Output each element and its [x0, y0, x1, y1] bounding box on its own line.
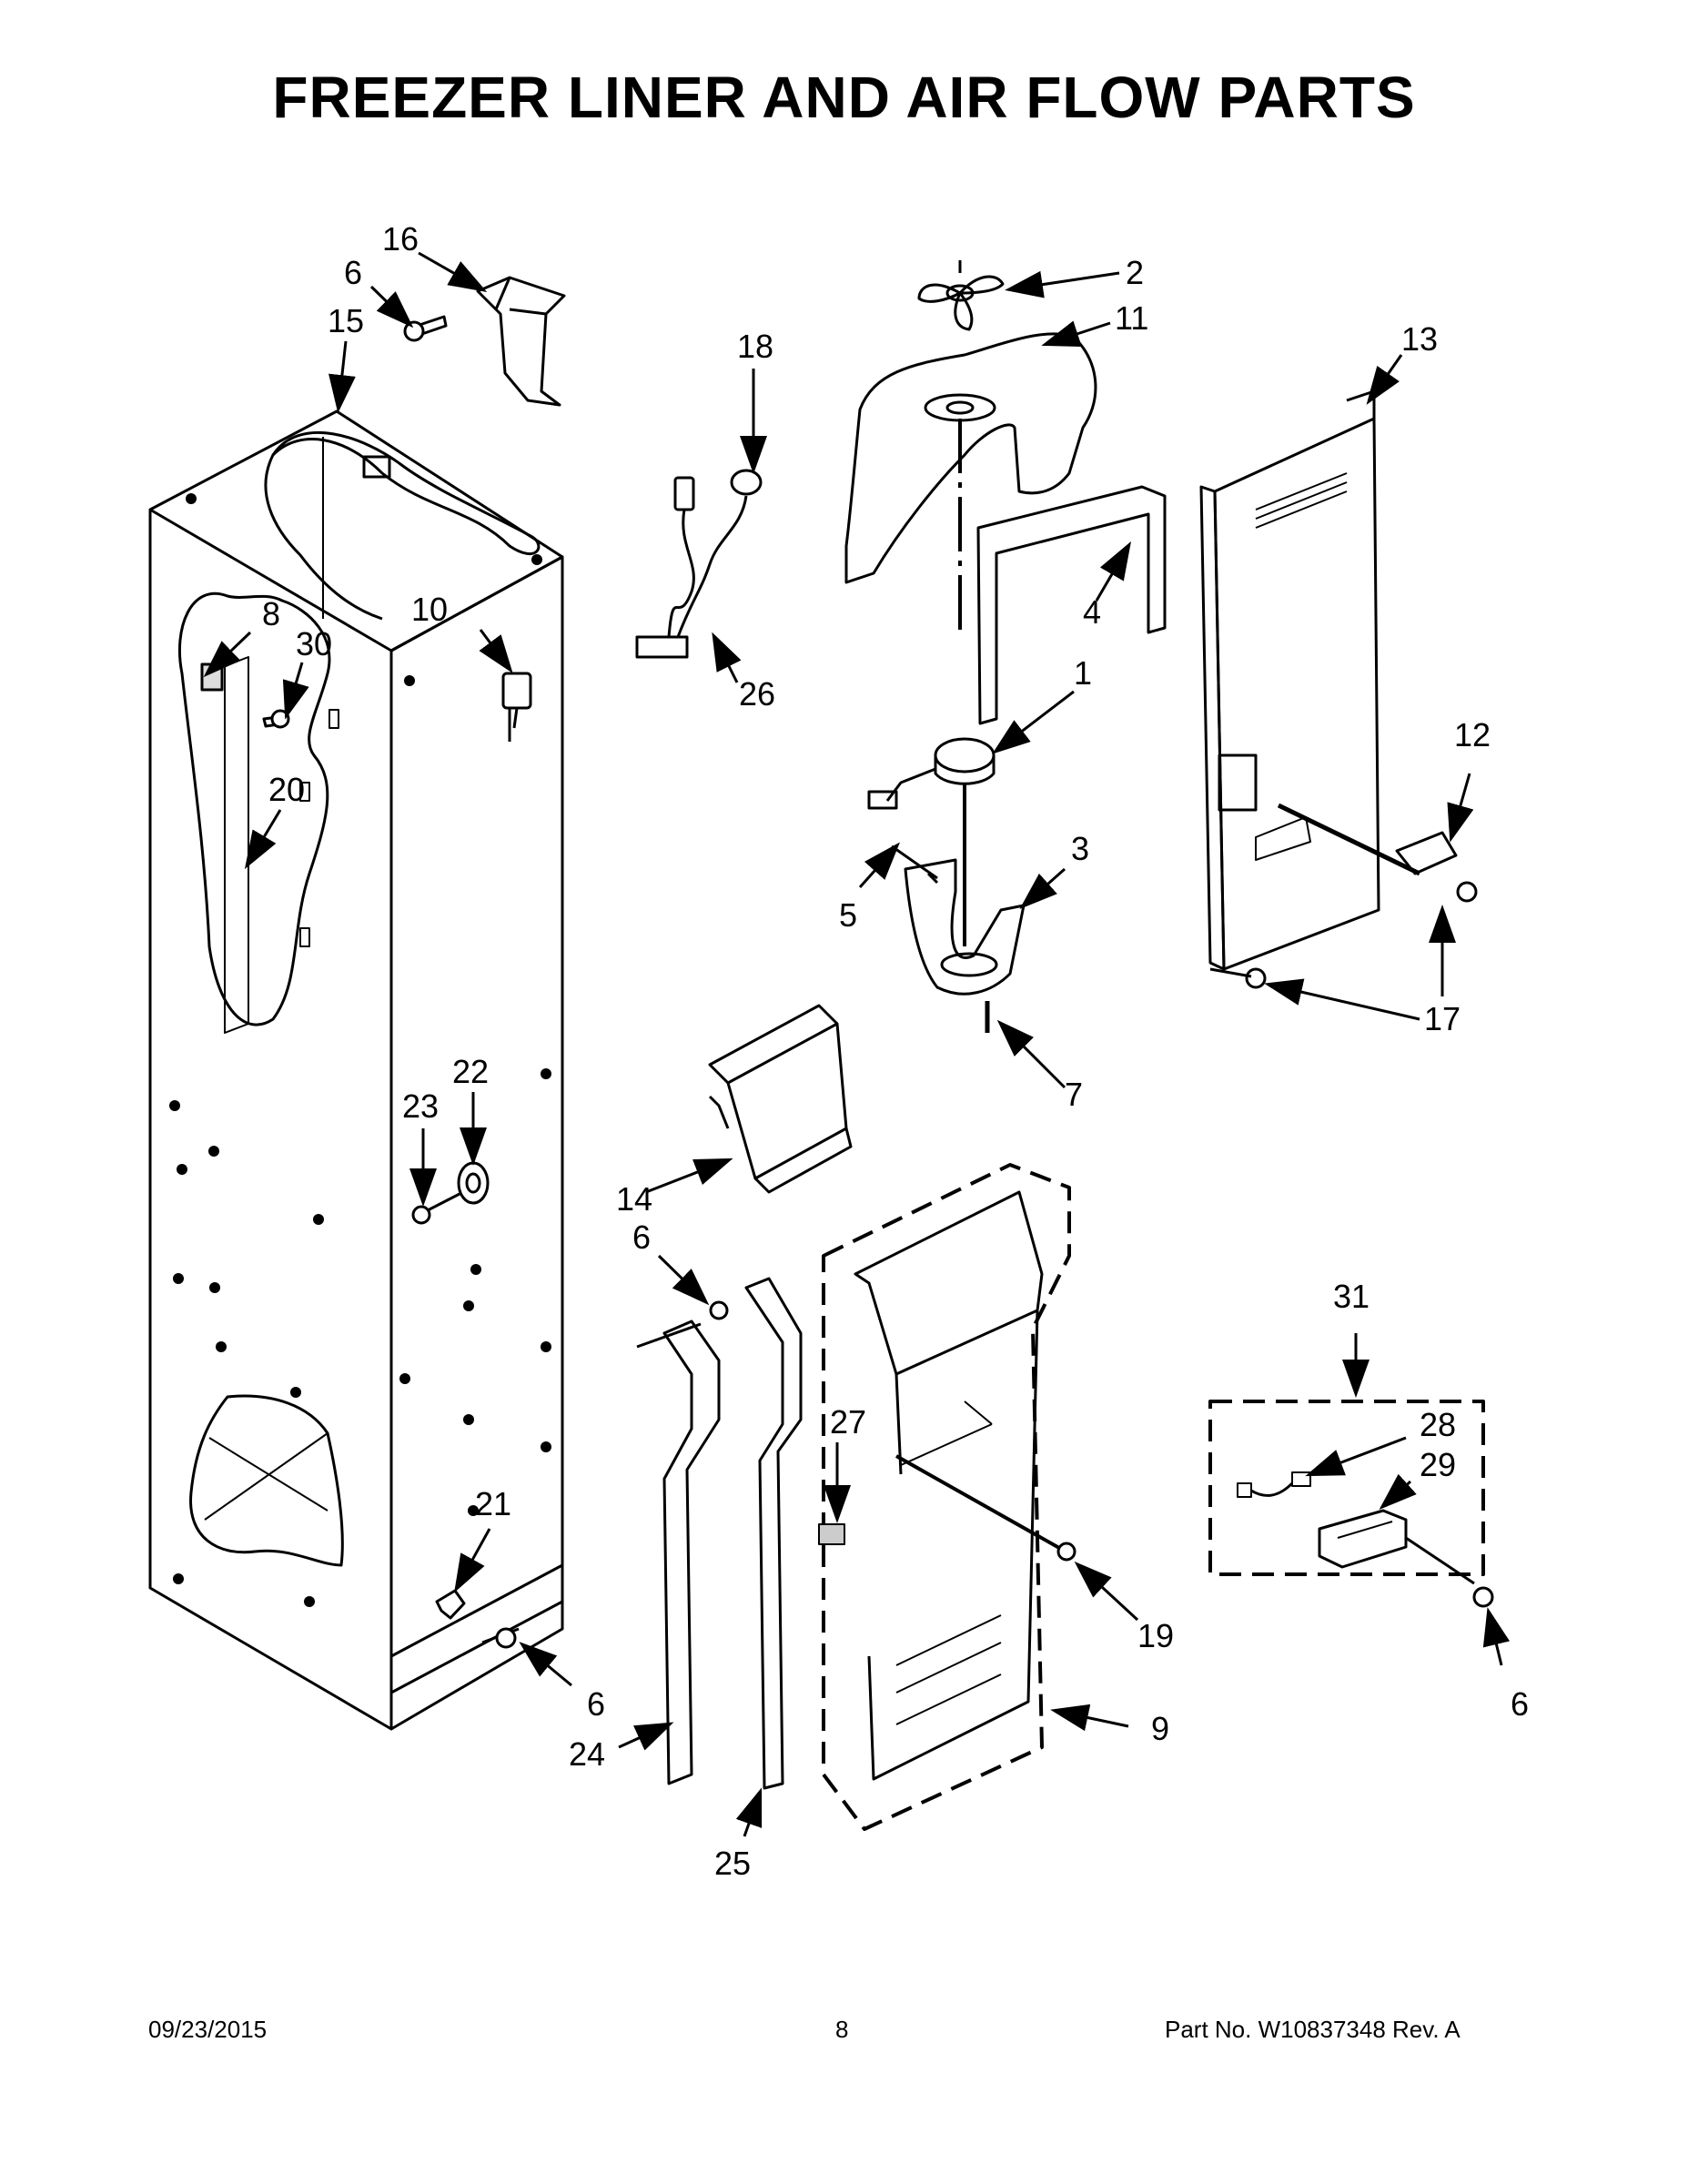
callout-20: 20: [268, 771, 305, 808]
leader-arrows: [203, 251, 1511, 1837]
callout-5: 5: [839, 896, 857, 934]
evaporator-cover-9: [818, 1163, 1076, 1831]
callout-6b: 6: [632, 1218, 651, 1256]
callout-6d: 6: [1511, 1685, 1529, 1723]
callout-1: 1: [1074, 654, 1092, 692]
callout-labels: 16 6 15 2 11 13 18 26 4 1 5 3 7 8 30 10 …: [262, 220, 1529, 1882]
fan-shroud-11: [844, 332, 1097, 637]
kit-31: [1208, 1400, 1494, 1608]
callout-15: 15: [328, 302, 364, 339]
callout-4: 4: [1083, 593, 1101, 631]
callout-30: 30: [296, 625, 332, 662]
callout-19: 19: [1137, 1617, 1174, 1654]
callout-6: 6: [344, 254, 362, 291]
motor-bracket-3: [904, 783, 1026, 996]
callout-18: 18: [737, 328, 773, 365]
callout-13: 13: [1401, 320, 1438, 358]
callout-14: 14: [616, 1180, 652, 1218]
callout-31: 31: [1333, 1278, 1370, 1315]
callout-23: 23: [402, 1087, 439, 1125]
callout-3: 3: [1071, 830, 1089, 867]
thermistor-10: [501, 672, 532, 742]
callout-24: 24: [569, 1735, 605, 1773]
callout-27: 27: [830, 1403, 866, 1441]
fan-motor-1: [867, 737, 996, 810]
callout-26: 26: [739, 675, 775, 713]
callout-12: 12: [1454, 716, 1491, 753]
callout-7: 7: [1065, 1076, 1083, 1113]
callout-11: 11: [1115, 299, 1148, 337]
page-title: FREEZER LINER AND AIR FLOW PARTS: [272, 65, 1416, 130]
callout-22: 22: [452, 1053, 489, 1090]
duct-seal-4: [976, 485, 1167, 725]
wire-harness-26: [635, 469, 763, 659]
callout-21: 21: [475, 1485, 511, 1522]
callout-25: 25: [714, 1845, 751, 1882]
screw-6-top: [403, 315, 448, 342]
callout-10: 10: [411, 591, 448, 628]
callout-29: 29: [1420, 1446, 1456, 1483]
drain-trough-14: [708, 1004, 853, 1194]
clip-12: [1395, 831, 1458, 875]
callout-2: 2: [1126, 254, 1144, 291]
clip-21: [435, 1589, 520, 1649]
callout-9: 9: [1151, 1710, 1169, 1747]
freezer-liner: [148, 410, 564, 1731]
footer-page-number: 8: [835, 2016, 849, 2043]
strip-25: [744, 1277, 803, 1790]
rear-panel-13: [1199, 389, 1421, 971]
callout-28: 28: [1420, 1406, 1456, 1443]
fan-blade-2: [917, 260, 1005, 331]
callout-17: 17: [1424, 1000, 1461, 1037]
callout-16: 16: [382, 220, 419, 258]
callout-6c: 6: [587, 1685, 605, 1723]
footer-part-number: Part No. W10837348 Rev. A: [1165, 2016, 1461, 2043]
bracket-16: [476, 276, 566, 407]
callout-8: 8: [262, 595, 280, 632]
footer-date: 09/23/2015: [148, 2016, 268, 2043]
strip-24: [636, 1300, 729, 1785]
damper-knob-22: [411, 1161, 490, 1225]
